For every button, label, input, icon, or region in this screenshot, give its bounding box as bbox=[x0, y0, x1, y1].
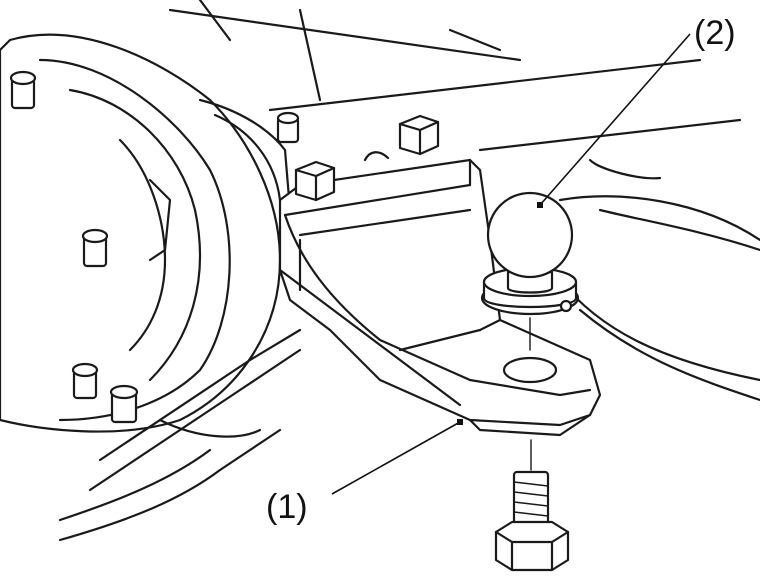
hitch-ball bbox=[480, 191, 580, 351]
wheel-hub bbox=[0, 33, 300, 433]
lug-nut-middle bbox=[81, 228, 109, 268]
leader-line-1 bbox=[331, 421, 461, 495]
leader-lines bbox=[331, 33, 691, 495]
chassis-frame bbox=[168, 0, 760, 402]
bracket-bolt-left bbox=[294, 160, 336, 202]
callout-label-1: (1) bbox=[266, 488, 308, 526]
lug-nut-bottom bbox=[109, 384, 139, 424]
mounting-bracket bbox=[278, 114, 602, 437]
lug-nut-lower bbox=[71, 362, 99, 400]
leader-line-2 bbox=[539, 33, 691, 206]
hitch-ball-sphere bbox=[486, 191, 574, 279]
hub-bolt bbox=[276, 111, 300, 144]
lug-nut-top bbox=[9, 70, 37, 110]
frame-rail bbox=[58, 328, 302, 542]
callout-label-2: (2) bbox=[694, 14, 736, 52]
bracket-hole bbox=[502, 356, 558, 384]
leader-dot-1 bbox=[457, 419, 463, 425]
leader-dot-2 bbox=[537, 202, 543, 208]
hitch-bolt bbox=[494, 439, 570, 572]
bracket-bolt-right bbox=[398, 114, 440, 156]
